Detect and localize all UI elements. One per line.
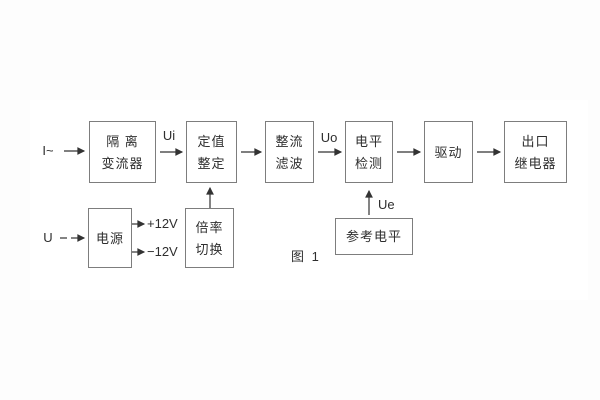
block-isolation-transformer: 隔 离 变流器 [89, 121, 156, 183]
block-power-line1: 电源 [95, 230, 124, 246]
block-drive-line1: 驱动 [434, 144, 463, 160]
label-signal-ue: Ue [378, 197, 395, 212]
label-rail-pos-12v: +12V [147, 216, 178, 231]
figure-caption: 图 1 [291, 249, 321, 264]
block-ratio-line2: 切换 [195, 241, 224, 257]
block-reference-line1: 参考电平 [345, 229, 402, 244]
block-level-detect: 电平 检测 [345, 121, 393, 183]
block-isolation-line1: 隔 离 [106, 133, 139, 149]
block-rectifier-filter: 整流 滤波 [265, 121, 314, 183]
block-setting-line1: 定值 [197, 133, 226, 149]
block-drive: 驱动 [424, 121, 473, 183]
label-input-voltage: U [43, 230, 53, 245]
block-ratio-line1: 倍率 [195, 219, 224, 235]
block-level-line2: 检测 [354, 155, 383, 171]
block-output-relay: 出口 继电器 [504, 121, 567, 183]
block-isolation-line2: 变流器 [101, 155, 144, 171]
block-ratio-switch: 倍率 切换 [185, 208, 234, 268]
block-power-supply: 电源 [88, 208, 132, 268]
label-signal-uo: Uo [320, 130, 338, 145]
label-signal-ui: Ui [162, 128, 176, 143]
block-relay-line1: 出口 [521, 133, 550, 149]
label-input-current: I~ [42, 143, 54, 158]
block-level-line1: 电平 [354, 133, 383, 149]
block-rectifier-line2: 滤波 [275, 155, 304, 171]
block-setpoint-setting: 定值 整定 [186, 121, 237, 183]
block-rectifier-line1: 整流 [275, 133, 304, 149]
label-rail-neg-12v: −12V [147, 244, 178, 259]
block-reference-level: 参考电平 [335, 218, 413, 255]
block-setting-line2: 整定 [197, 155, 226, 171]
block-relay-line2: 继电器 [514, 155, 557, 171]
